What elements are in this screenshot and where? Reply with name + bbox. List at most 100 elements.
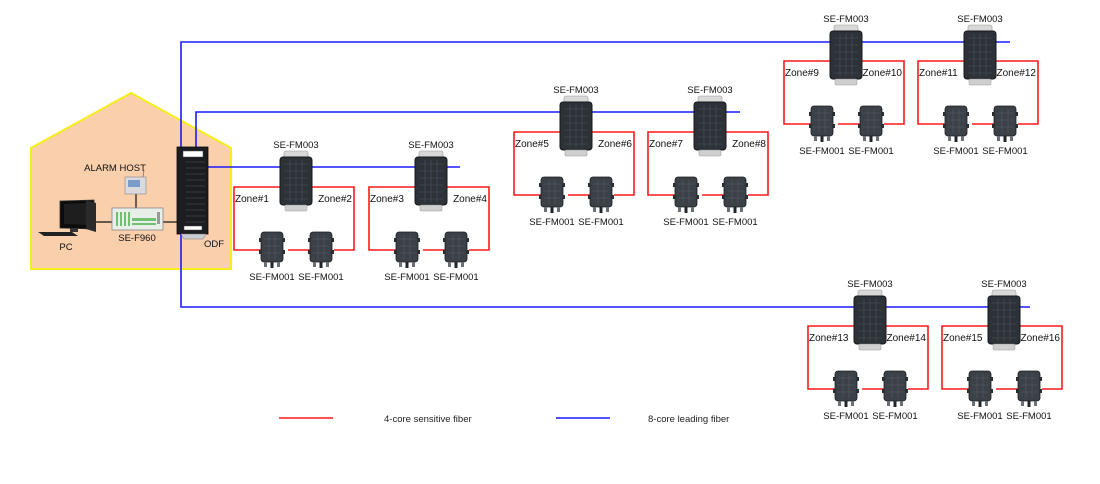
sensitive-fiber-loop-right	[1020, 325, 1063, 390]
alarm-host-label: ALARM HOST	[84, 163, 146, 174]
zone-label: Zone#8	[732, 139, 766, 150]
sensitive-fiber-loop-left	[513, 131, 560, 196]
sensitive-fiber-loop-left	[917, 60, 964, 125]
sensor-label: SE-FM001	[848, 146, 893, 157]
sensor-icon	[672, 176, 700, 214]
sensor-icon	[808, 105, 836, 143]
splice-closure-label: SE-FM003	[847, 279, 892, 290]
zone-label: Zone#14	[887, 333, 927, 344]
controller-icon	[111, 207, 164, 231]
sensor-label: SE-FM001	[529, 217, 574, 228]
sensor-icon	[587, 176, 615, 214]
sensor-label: SE-FM001	[799, 146, 844, 157]
splice-closure-label: SE-FM003	[823, 14, 868, 25]
sensor-icon	[881, 370, 909, 408]
sensitive-fiber-loop-left	[783, 60, 830, 125]
sensor-icon	[857, 105, 885, 143]
sensor-label: SE-FM001	[578, 217, 623, 228]
sensor-label: SE-FM001	[663, 217, 708, 228]
leading-fiber-top	[180, 41, 1010, 148]
sensor-label: SE-FM001	[982, 146, 1027, 157]
alarm-host-icon	[124, 169, 147, 195]
sensor-icon	[393, 231, 421, 269]
zone-label: Zone#3	[370, 194, 404, 205]
sensitive-fiber-loop-right	[447, 186, 490, 251]
legend: 4-core sensitive fiber 8-core leading fi…	[279, 414, 729, 425]
zone-label: Zone#7	[649, 139, 683, 150]
control-room-cabling	[95, 194, 178, 223]
sensor-icon	[942, 105, 970, 143]
splice-closure-label: SE-FM003	[408, 140, 453, 151]
sensitive-fiber-loop-left	[647, 131, 694, 196]
sensor-icon	[538, 176, 566, 214]
sensitive-fiber-loop-left	[807, 325, 854, 390]
splice-closure-label: SE-FM003	[981, 279, 1026, 290]
splice-closure-icon	[693, 95, 727, 157]
sensitive-fiber-loop-right	[886, 325, 929, 390]
sensor-label: SE-FM001	[957, 411, 1002, 422]
splice-closure-icon	[963, 24, 997, 86]
sensor-icon	[832, 370, 860, 408]
zone-label: Zone#15	[943, 333, 983, 344]
sensor-label: SE-FM001	[1006, 411, 1051, 422]
sensitive-fiber-loop-right	[726, 131, 769, 196]
zone-label: Zone#9	[785, 68, 819, 79]
sensor-label: SE-FM001	[933, 146, 978, 157]
zone-label: Zone#11	[919, 68, 958, 79]
sensor-label: SE-FM001	[384, 272, 429, 283]
zone-label: Zone#1	[235, 194, 269, 205]
sensor-label: SE-FM001	[249, 272, 294, 283]
sensor-icon	[258, 231, 286, 269]
pc-icon	[38, 199, 96, 236]
odf-label: ODF	[204, 239, 224, 250]
sensitive-fiber-loop-right	[996, 60, 1039, 125]
leading-fiber-bottom	[180, 232, 1030, 308]
sensor-label: SE-FM001	[823, 411, 868, 422]
sensor-icon	[991, 105, 1019, 143]
splice-closure-label: SE-FM003	[957, 14, 1002, 25]
sensor-icon	[307, 231, 335, 269]
zone-label: Zone#16	[1021, 333, 1061, 344]
zone-label: Zone#5	[515, 139, 549, 150]
splice-closure-icon	[559, 95, 593, 157]
sensitive-fiber-loop-left	[368, 186, 415, 251]
splice-closure-label: SE-FM003	[687, 85, 732, 96]
leading-fiber-middle	[195, 111, 740, 148]
sensor-label: SE-FM001	[433, 272, 478, 283]
sensor-label: SE-FM001	[872, 411, 917, 422]
zone-label: Zone#2	[318, 194, 352, 205]
sensitive-fiber-loop-left	[233, 186, 280, 251]
sensor-icon	[1015, 370, 1043, 408]
sensor-icon	[966, 370, 994, 408]
splice-closure-icon	[987, 289, 1021, 351]
sensitive-fiber-loop-right	[862, 60, 905, 125]
legend-sensitive-label: 4-core sensitive fiber	[384, 414, 472, 425]
sensor-label: SE-FM001	[712, 217, 757, 228]
sensor-label: SE-FM001	[298, 272, 343, 283]
odf-rack-icon	[176, 146, 209, 240]
legend-leading-label: 8-core leading fiber	[648, 414, 729, 425]
splice-closure-icon	[279, 150, 313, 212]
splice-closure-icon	[853, 289, 887, 351]
splice-closure-label: SE-FM003	[553, 85, 598, 96]
zone-label: Zone#4	[453, 194, 487, 205]
controller-label: SE-F960	[118, 233, 156, 244]
zone-label: Zone#12	[997, 68, 1037, 79]
sensitive-fiber-loop-left	[941, 325, 988, 390]
zone-label: Zone#10	[863, 68, 903, 79]
splice-closure-icon	[414, 150, 448, 212]
splice-closure-label: SE-FM003	[273, 140, 318, 151]
pc-label: PC	[59, 242, 72, 253]
sensitive-fiber-loop-right	[592, 131, 635, 196]
sensor-icon	[442, 231, 470, 269]
